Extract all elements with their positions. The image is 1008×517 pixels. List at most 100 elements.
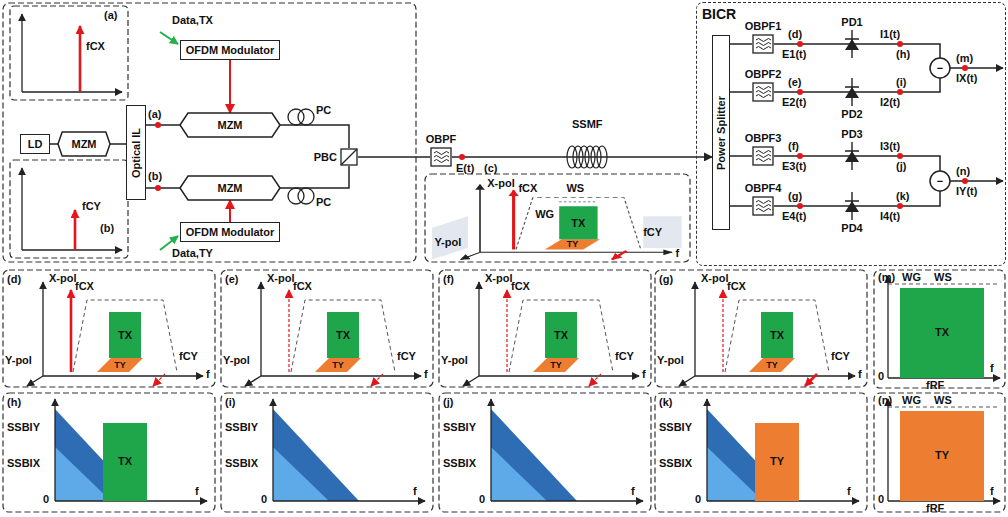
monitor-point: [155, 122, 161, 128]
panel: [221, 270, 433, 387]
annotation-label: 0: [261, 493, 267, 505]
component-label: MZM: [217, 119, 242, 131]
annotation-label: X-pol: [701, 272, 729, 284]
photodiode: PD1: [842, 30, 862, 58]
monitor-point: [155, 41, 968, 209]
panel: [439, 270, 651, 387]
annotation-label: Data,TX: [172, 14, 213, 26]
monitor-point: [797, 153, 803, 159]
photodiode-symbol: [842, 142, 862, 170]
panel: [888, 276, 1000, 378]
filter-symbol: [753, 197, 773, 215]
annotation-label: (m): [878, 271, 895, 283]
filter-symbol: [431, 148, 451, 166]
optical-link: [730, 205, 752, 207]
annotation-label: (k): [659, 396, 672, 408]
panel: [245, 282, 421, 386]
annotation-label: E2(t): [782, 96, 806, 108]
monitor-point: [962, 65, 968, 71]
annotation-label: X-pol: [49, 272, 77, 284]
annotation-label: fCX: [511, 280, 530, 292]
data-arrow: [160, 32, 178, 250]
panel: [221, 270, 433, 387]
annotation-label: IX(t): [956, 72, 977, 84]
modulator-box: MZM: [180, 113, 280, 137]
photodiode: PD3: [842, 142, 862, 170]
monitor-point: [897, 89, 903, 95]
filter-symbol: [756, 87, 771, 90]
annotation-label: fCY: [831, 350, 850, 362]
annotation-label: WG: [902, 394, 921, 406]
filter-symbol: [434, 156, 449, 159]
annotation-label: fCX: [75, 280, 94, 292]
panel: [27, 282, 203, 386]
annotation-label: (d): [788, 28, 802, 40]
panel: [221, 393, 433, 512]
filter-symbol: [756, 201, 771, 204]
component-label: PD1: [841, 16, 862, 28]
photodiode-symbol: [842, 78, 862, 106]
panel: [463, 282, 639, 386]
fiber-coil: [585, 146, 595, 168]
panel: [371, 374, 383, 386]
annotation-label: (n): [878, 394, 892, 406]
process-box: Optical IL: [126, 105, 146, 200]
annotation-label: E3(t): [782, 160, 806, 172]
combiner-symbol: [341, 149, 357, 165]
detector-wiring: [950, 67, 1003, 68]
optical-link: [146, 124, 180, 126]
annotation-label: f: [631, 485, 635, 497]
annotation-label: f: [206, 368, 210, 380]
annotation-label: (i): [896, 76, 906, 88]
combiner-symbol: [340, 148, 358, 166]
annotation-label: IY(t): [956, 185, 977, 197]
panel: [3, 270, 215, 387]
optical-link: [358, 156, 430, 158]
component-label: OBPF4: [745, 182, 782, 194]
carrier-inset: [74, 210, 77, 250]
carrier-inset: [22, 91, 122, 92]
component-label: OFDM Modulator: [186, 226, 275, 238]
annotation-label: (d): [7, 273, 21, 285]
carrier-inset: [22, 249, 122, 250]
photodiode: PD4: [842, 192, 862, 220]
annotation-label: Y-pol: [223, 354, 250, 366]
annotation-label: Data,TY: [172, 247, 213, 259]
panel: [70, 290, 73, 372]
annotation-label: TX: [118, 455, 132, 467]
annotation-label: SSBIY: [659, 421, 692, 433]
panel: [655, 270, 867, 387]
annotation-label: fCY: [82, 200, 101, 212]
detector-wiring: [930, 171, 950, 191]
panel: [439, 393, 651, 512]
annotation-label: SSBIX: [7, 457, 40, 469]
annotation-label: SSBIX: [443, 457, 476, 469]
panel: [103, 423, 147, 501]
optical-link: [774, 91, 842, 93]
annotation-label: TY: [550, 360, 562, 370]
panel: [900, 288, 984, 378]
component-label: PD2: [841, 108, 862, 120]
annotation-label: TY: [935, 449, 949, 461]
data-arrow: [160, 32, 178, 44]
annotation-label: f: [990, 362, 994, 374]
annotation-label: I2(t): [880, 96, 900, 108]
annotation-label: 0: [695, 493, 701, 505]
annotation-label: Y-pol: [441, 354, 468, 366]
spectrum-inset: [432, 185, 682, 260]
optical-link: [730, 155, 752, 157]
panel: [3, 393, 215, 512]
panel: [888, 399, 1000, 501]
annotation-label: Y-pol: [434, 236, 461, 248]
annotation-label: fRF: [926, 502, 944, 514]
annotation-label: SSMF: [572, 118, 603, 130]
annotation-label: E(t): [456, 162, 474, 174]
annotation-label: SSBIY: [225, 421, 258, 433]
annotation-label: SSBIY: [443, 421, 476, 433]
fiber-coil: [573, 146, 583, 168]
annotation-label: (n): [956, 165, 970, 177]
monitor-point: [459, 154, 465, 160]
monitor-point: [897, 153, 903, 159]
component-label: BICR: [702, 6, 736, 22]
